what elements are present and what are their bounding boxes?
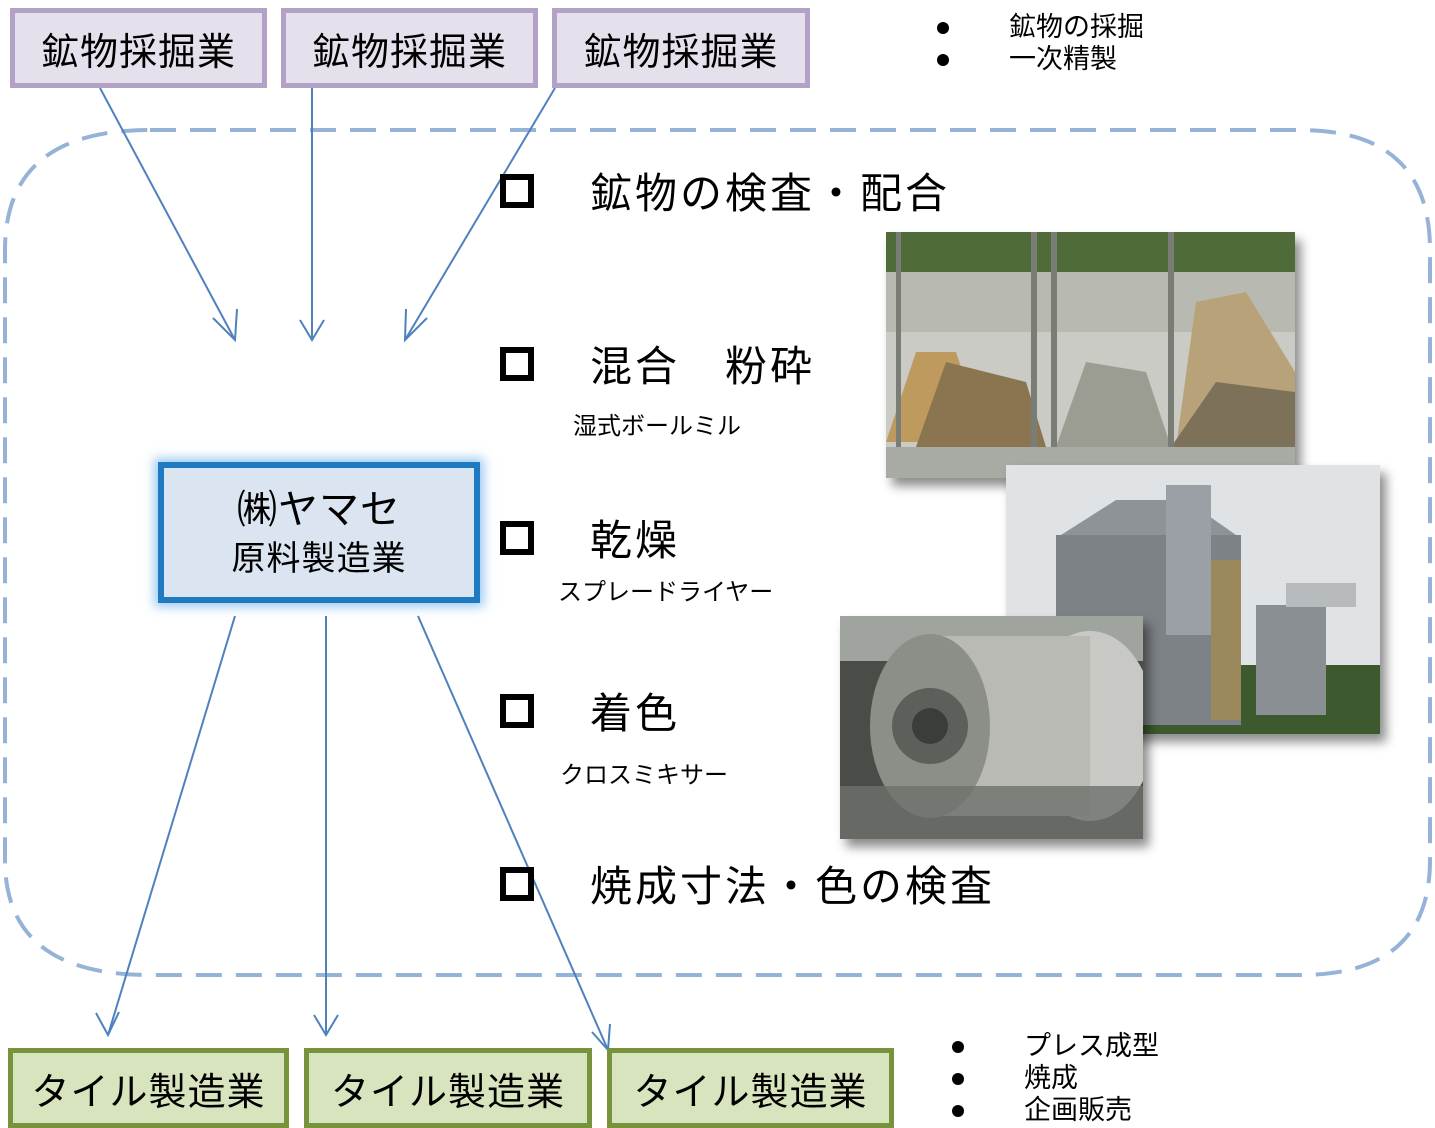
arrowhead-supplier1 — [212, 308, 238, 343]
process-step-mixing-sub: 湿式ボールミル — [573, 412, 741, 440]
checkbox-square-icon — [500, 693, 534, 728]
customer-label: タイル製造業 — [633, 1069, 868, 1114]
supplier-notes-list: 鉱物の採掘 一次精製 — [937, 12, 1144, 76]
supplier-label: 鉱物採掘業 — [40, 29, 236, 74]
process-boundary-dashed — [2, 128, 1432, 977]
process-step-drying: 乾燥 — [500, 507, 680, 568]
customer-box-3: タイル製造業 — [607, 1048, 894, 1128]
company-name: ㈱ヤマセ — [237, 486, 401, 533]
bullet-icon — [937, 54, 949, 66]
list-item: プレス成型 — [952, 1031, 1159, 1063]
customer-label: タイル製造業 — [330, 1069, 565, 1114]
list-item: 一次精製 — [937, 44, 1144, 76]
process-step-final-inspection: 焼成寸法・色の検査 — [500, 853, 995, 914]
checkbox-square-icon — [500, 866, 534, 901]
checkbox-square-icon — [500, 520, 534, 555]
list-item: 焼成 — [952, 1063, 1159, 1095]
process-step-inspection: 鉱物の検査・配合 — [500, 160, 950, 221]
process-step-drying-sub: スプレードライヤー — [558, 578, 774, 606]
bullet-icon — [952, 1105, 964, 1117]
list-item: 企画販売 — [952, 1095, 1159, 1127]
bullet-icon — [952, 1041, 964, 1053]
customer-label: タイル製造業 — [31, 1069, 266, 1114]
arrowhead-customer3 — [591, 1023, 611, 1053]
bullet-icon — [952, 1073, 964, 1085]
customer-box-1: タイル製造業 — [8, 1048, 289, 1128]
arrow-company-to-customer1 — [107, 615, 236, 1036]
customer-notes-list: プレス成型 焼成 企画販売 — [952, 1031, 1159, 1127]
checkbox-square-icon — [500, 173, 534, 208]
process-step-mixing: 混合 粉砕 — [500, 333, 815, 394]
company-industry: 原料製造業 — [231, 538, 407, 579]
supplier-box-2: 鉱物採掘業 — [281, 8, 538, 88]
arrow-company-to-customer3 — [417, 615, 609, 1051]
supplier-box-1: 鉱物採掘業 — [10, 8, 267, 88]
ball-mill-photo — [840, 616, 1143, 839]
checkbox-square-icon — [500, 346, 534, 381]
arrowhead-customer2 — [313, 1014, 339, 1037]
process-step-coloring-sub: クロスミキサー — [560, 761, 728, 789]
raw-material-bins-photo — [886, 232, 1295, 478]
process-step-coloring: 着色 — [500, 680, 680, 741]
arrowhead-supplier3 — [403, 308, 428, 343]
customer-box-2: タイル製造業 — [304, 1048, 592, 1128]
company-box: ㈱ヤマセ 原料製造業 — [158, 462, 480, 603]
arrow-supplier1-to-company — [99, 87, 236, 341]
supplier-label: 鉱物採掘業 — [583, 29, 779, 74]
list-item: 鉱物の採掘 — [937, 12, 1144, 44]
arrow-supplier3-to-company — [404, 87, 556, 341]
supplier-label: 鉱物採掘業 — [311, 29, 507, 74]
arrowhead-supplier2 — [299, 319, 325, 342]
supplier-box-3: 鉱物採掘業 — [552, 8, 810, 88]
bullet-icon — [937, 22, 949, 34]
arrowhead-customer1 — [95, 1011, 120, 1038]
